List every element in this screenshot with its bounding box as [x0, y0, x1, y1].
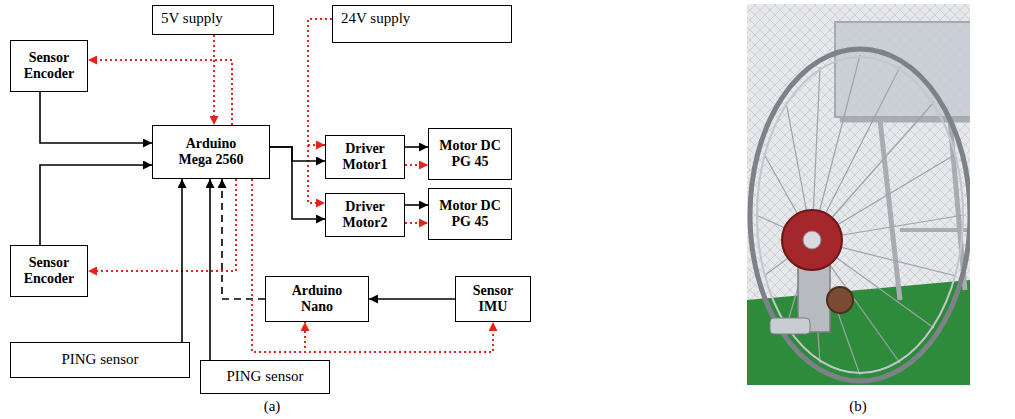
encoder-box: Sensor Encoder [10, 245, 88, 297]
box-label: Motor DC PG 45 [434, 198, 506, 230]
driver-box: Driver Motor2 [325, 193, 405, 237]
wheel-spokes [756, 55, 964, 375]
driver-box: Driver Motor1 [325, 135, 405, 179]
box-label: Sensor Encoder [17, 50, 81, 82]
sensor-box: PING sensor [10, 342, 190, 378]
box-label: 5V supply [161, 10, 223, 27]
signal-line [209, 179, 211, 360]
sensor-box: PING sensor [200, 360, 330, 394]
power-line [252, 179, 305, 352]
box-label: PING sensor [61, 351, 138, 368]
supply-box: 24V supply [332, 5, 512, 43]
box-label: Sensor IMU [465, 283, 521, 315]
acrylic-box [835, 22, 970, 117]
connector-layer [40, 19, 493, 360]
sensor-box: Sensor IMU [455, 276, 531, 322]
power-line [213, 35, 215, 125]
signal-line [270, 147, 325, 219]
box-label: Arduino Nano [285, 283, 349, 315]
controller-box: Arduino Nano [265, 276, 369, 322]
box-label: PING sensor [226, 368, 303, 385]
box-label: 24V supply [341, 10, 410, 27]
wheel-rim [757, 57, 963, 373]
signal-line [40, 165, 152, 245]
box-label: Motor DC PG 45 [434, 138, 506, 170]
wheel-tire [750, 49, 970, 381]
box-label: Arduino Mega 2560 [173, 136, 249, 168]
hub-axle [803, 231, 821, 249]
wheelchair-photo [747, 4, 970, 385]
box-label: Driver Motor2 [335, 199, 395, 231]
signal-line [369, 298, 455, 300]
supply-box: 5V supply [152, 5, 274, 35]
box-label: Sensor Encoder [17, 255, 81, 287]
power-line [405, 164, 428, 166]
red-hub [782, 210, 842, 270]
gear [827, 287, 853, 313]
panel-label: (a) [264, 398, 281, 415]
frame-tube [900, 228, 970, 232]
motor-box: Motor DC PG 45 [428, 128, 512, 180]
signal-line [270, 147, 325, 161]
controller-box: Arduino Mega 2560 [152, 125, 270, 179]
signal-line [405, 146, 428, 148]
motor-box: Motor DC PG 45 [428, 188, 512, 240]
data-line-dashed [222, 179, 265, 299]
motor-body [770, 318, 810, 334]
power-line [405, 222, 428, 224]
signal-line [181, 179, 183, 342]
signal-line [405, 204, 428, 206]
panel-label: (b) [849, 398, 867, 415]
power-line [88, 60, 232, 125]
encoder-box: Sensor Encoder [10, 40, 88, 92]
frame-tube [880, 120, 900, 300]
power-line [308, 19, 332, 145]
power-line [88, 179, 236, 271]
box-label: Driver Motor1 [335, 141, 395, 173]
signal-line [40, 92, 152, 143]
